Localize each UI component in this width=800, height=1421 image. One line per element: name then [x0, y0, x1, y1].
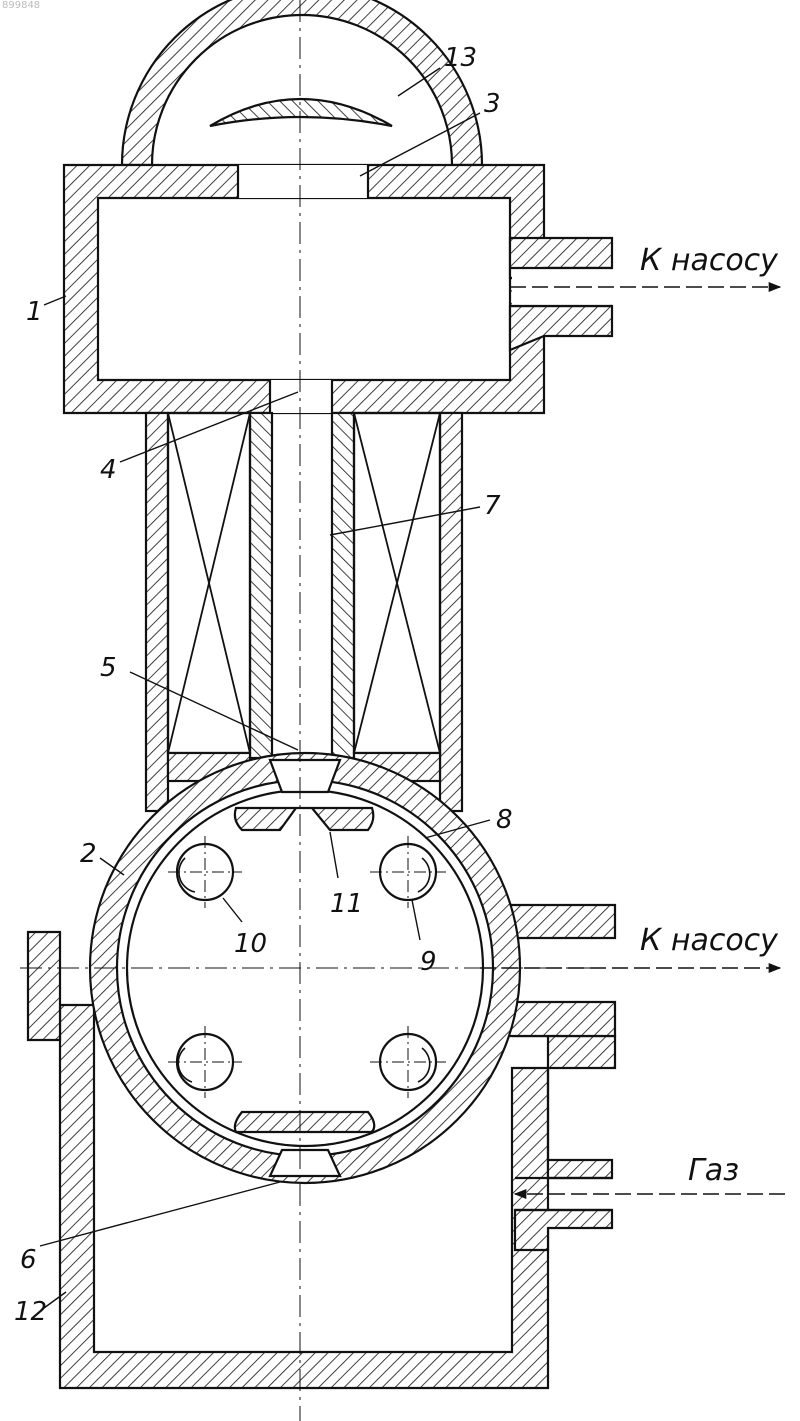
annotation-to-pump-mid: К насосу [640, 923, 779, 958]
label-5: 5 [100, 653, 117, 683]
label-8: 8 [496, 805, 513, 835]
annotation-gas: Газ [688, 1153, 739, 1188]
label-10: 10 [234, 929, 267, 959]
label-7: 7 [484, 491, 501, 521]
label-1: 1 [26, 297, 43, 327]
label-12: 12 [14, 1297, 47, 1327]
label-2: 2 [80, 839, 97, 869]
label-9: 9 [420, 947, 437, 977]
label-13: 13 [444, 43, 477, 73]
label-6: 6 [20, 1245, 37, 1275]
label-4: 4 [100, 455, 117, 485]
middle-column [146, 413, 462, 811]
upper-chamber-1 [64, 165, 612, 413]
label-3: 3 [484, 89, 501, 119]
label-11: 11 [330, 889, 363, 919]
annotation-to-pump-top: К насосу [640, 243, 779, 278]
